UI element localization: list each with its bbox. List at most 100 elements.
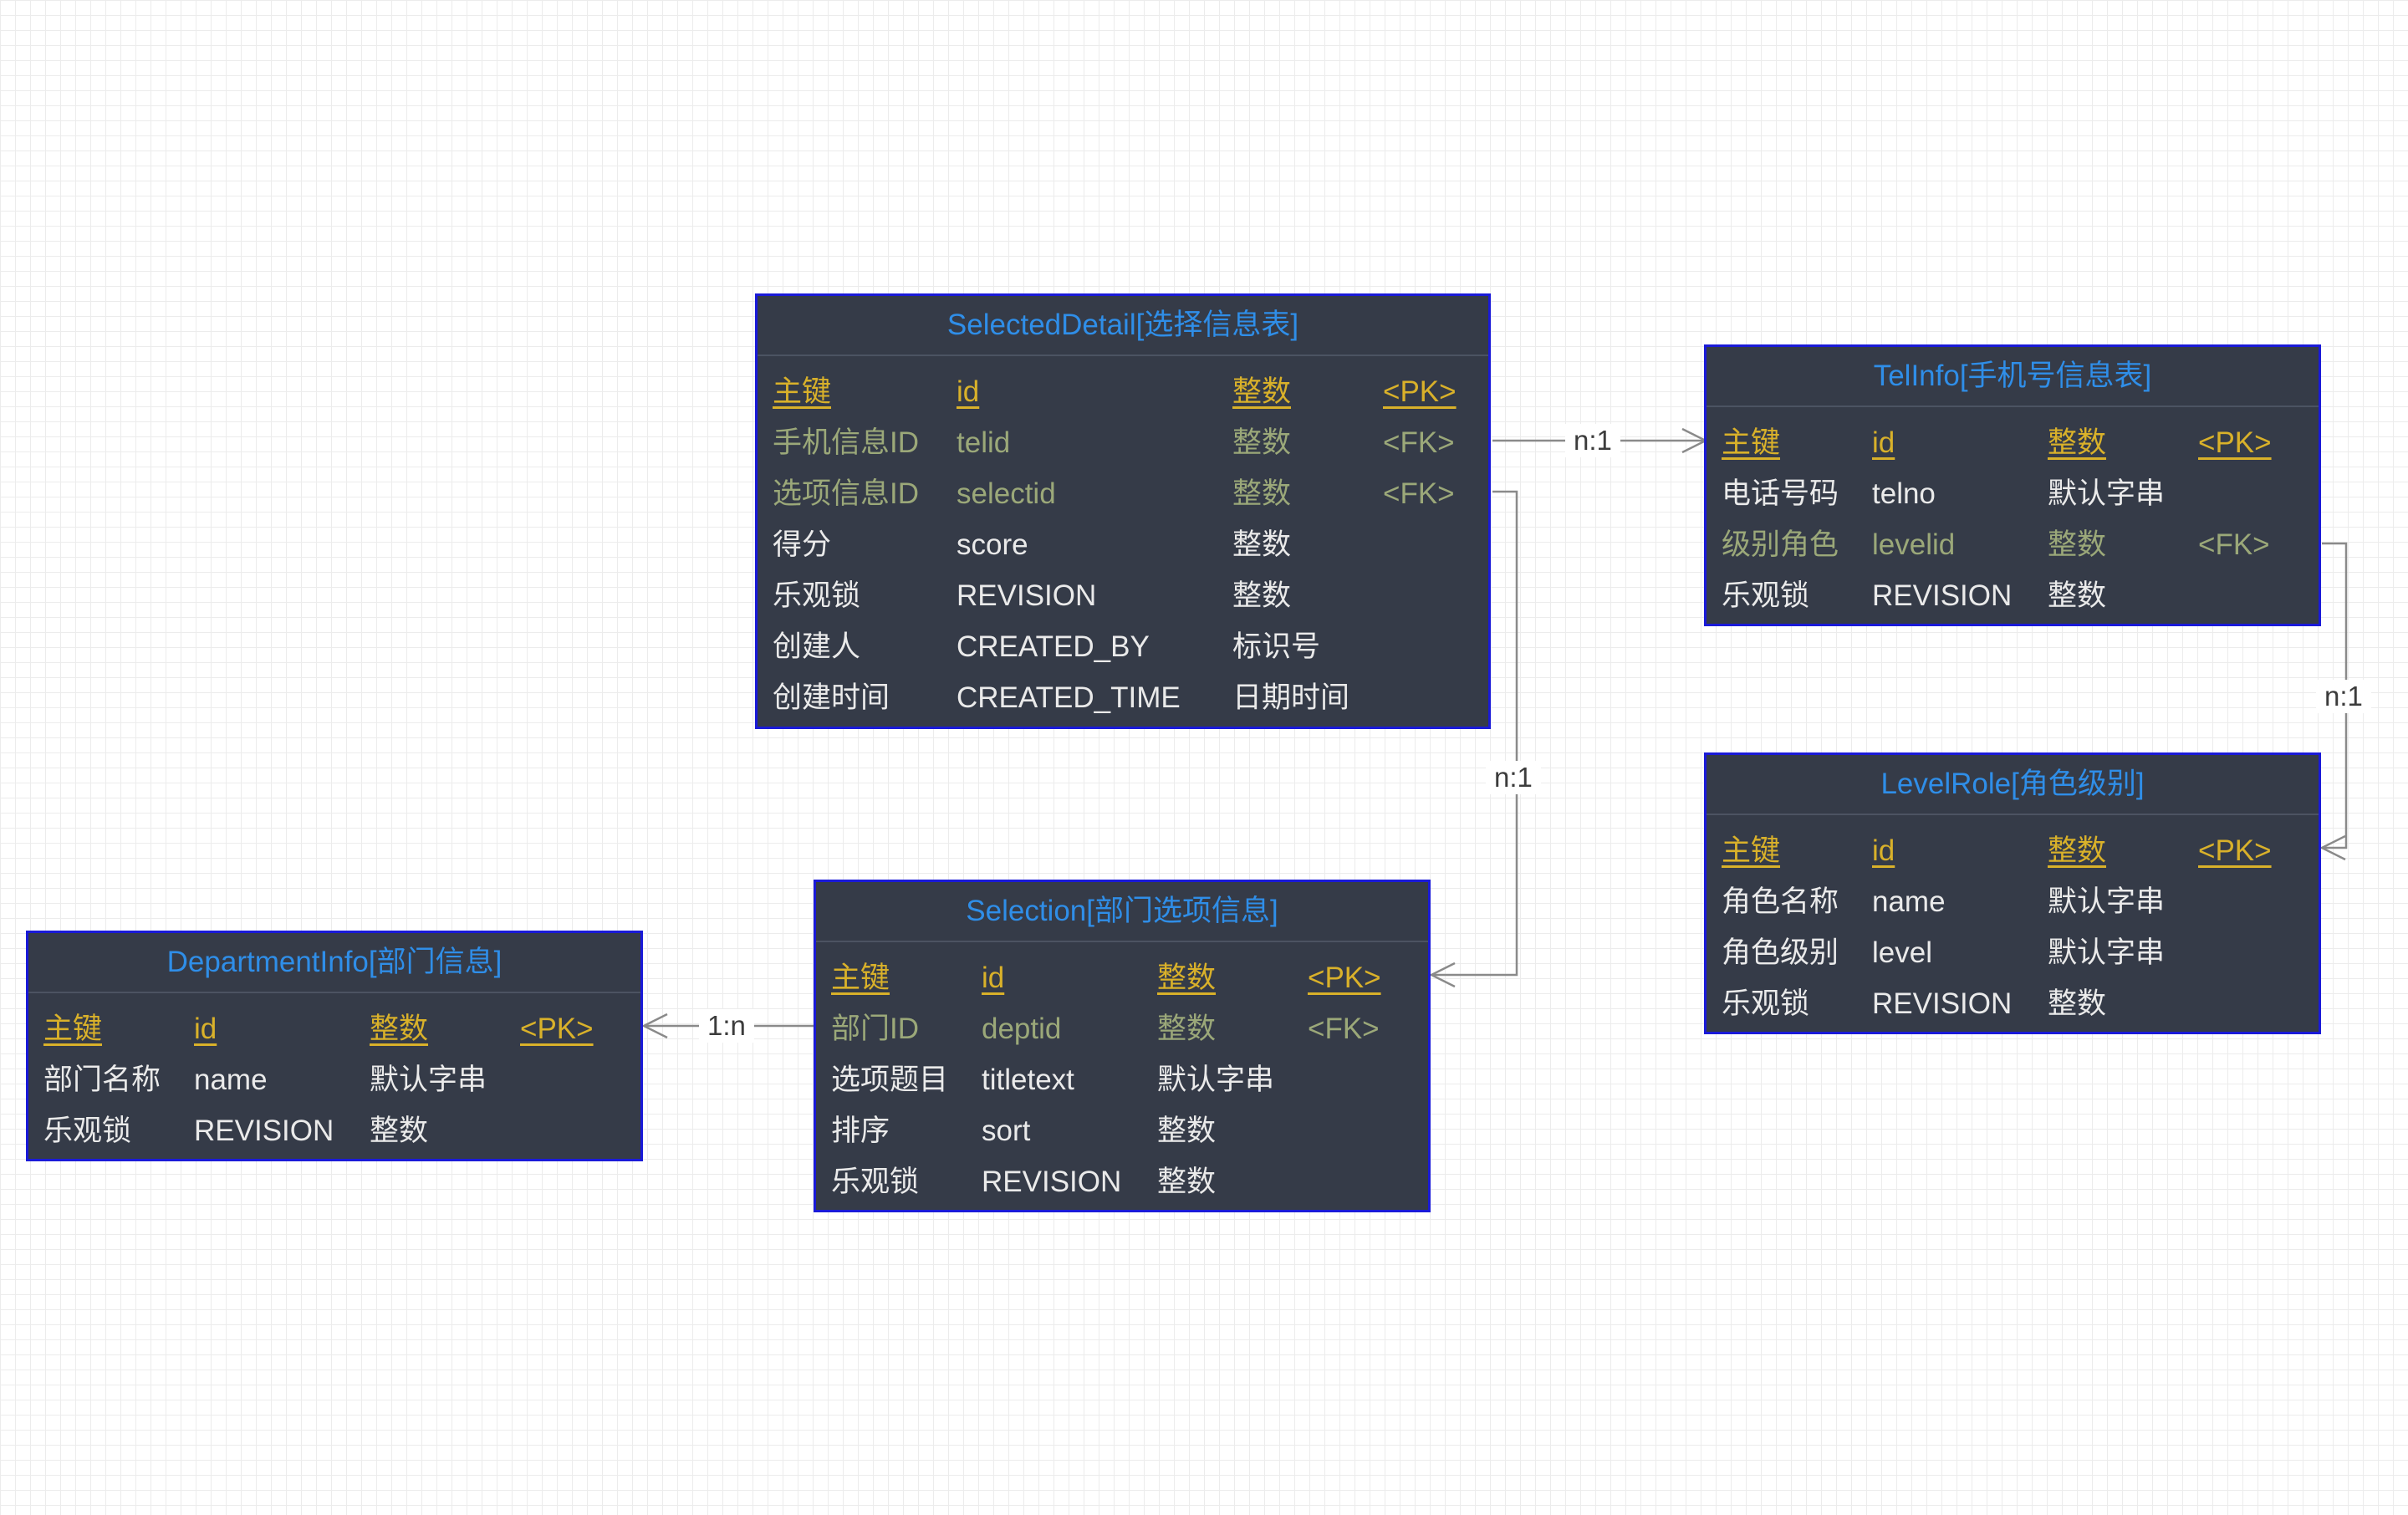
field-type: 整数 [2048, 528, 2107, 561]
field-column: REVISION [194, 1115, 334, 1147]
field-label: 得分 [773, 528, 832, 561]
field-key: <FK> [1383, 426, 1455, 459]
field-key: <PK> [1308, 962, 1381, 994]
field-type: 标识号 [1232, 630, 1321, 663]
field-type: 整数 [1157, 1166, 1217, 1198]
field-label: 角色级别 [1722, 936, 1839, 969]
relation-label-detail-selection[interactable]: n:1 [1486, 761, 1541, 794]
field-column: level [1872, 936, 1932, 969]
field-label: 乐观锁 [1722, 987, 1810, 1020]
field-key: <FK> [2198, 528, 2270, 561]
field-label: 主键 [773, 375, 832, 408]
field-row-id[interactable]: 主键 id 整数 <PK> [758, 366, 1488, 417]
entity-title: LevelRole[角色级别] [1707, 755, 2319, 815]
field-row-name[interactable]: 角色名称 name 默认字串 [1707, 876, 2319, 927]
field-type: 默认字串 [2048, 477, 2166, 510]
field-column: levelid [1872, 528, 1956, 561]
field-row-telno[interactable]: 电话号码 telno 默认字串 [1707, 468, 2319, 519]
field-label: 主键 [1722, 426, 1781, 459]
field-column: selectid [957, 477, 1056, 510]
field-label: 部门ID [831, 1013, 920, 1045]
field-type: 整数 [1232, 426, 1292, 459]
field-label: 创建时间 [773, 681, 890, 714]
field-column: id [957, 375, 980, 408]
field-label: 级别角色 [1722, 528, 1839, 561]
relation-label-detail-tel[interactable]: n:1 [1565, 424, 1620, 457]
field-column: CREATED_TIME [957, 681, 1181, 714]
field-type: 整数 [2048, 987, 2107, 1020]
field-type: 默认字串 [1157, 1064, 1275, 1096]
arrowhead-selection [1429, 962, 1456, 988]
field-column: id [194, 1013, 217, 1045]
arrowhead-level [2319, 834, 2346, 861]
field-type: 默认字串 [2048, 936, 2166, 969]
field-row-revision[interactable]: 乐观锁 REVISION 整数 [1707, 978, 2319, 1029]
field-column: name [194, 1064, 268, 1096]
field-label: 角色名称 [1722, 885, 1839, 918]
field-row-level[interactable]: 角色级别 level 默认字串 [1707, 927, 2319, 978]
field-column: sort [982, 1115, 1031, 1147]
field-column: REVISION [1872, 987, 2013, 1020]
field-label: 乐观锁 [43, 1115, 132, 1147]
entity-title: DepartmentInfo[部门信息] [28, 933, 640, 993]
field-label: 电话号码 [1722, 477, 1839, 510]
relation-label-selection-department[interactable]: 1:n [699, 1009, 754, 1043]
field-label: 创建人 [773, 630, 861, 663]
field-row-telid[interactable]: 手机信息ID telid 整数 <FK> [758, 417, 1488, 468]
field-key: <PK> [1383, 375, 1457, 408]
entity-fields: 主键 id 整数 <PK> 手机信息ID telid 整数 <FK> 选项信息ID selecti… [758, 356, 1488, 723]
field-row-levelid[interactable]: 级别角色 levelid 整数 <FK> [1707, 519, 2319, 570]
field-label: 选项题目 [831, 1064, 949, 1096]
field-type: 整数 [1232, 375, 1292, 408]
field-type: 整数 [1157, 1013, 1217, 1045]
field-column: id [1872, 834, 1895, 867]
field-column: telno [1872, 477, 1936, 510]
field-label: 乐观锁 [831, 1166, 920, 1198]
relation-label-tel-level[interactable]: n:1 [2316, 680, 2371, 713]
field-label: 选项信息ID [773, 477, 920, 510]
field-label: 手机信息ID [773, 426, 920, 459]
field-row-revision[interactable]: 乐观锁 REVISION 整数 [28, 1105, 640, 1156]
field-row-id[interactable]: 主键 id 整数 <PK> [28, 1003, 640, 1054]
field-label: 乐观锁 [773, 579, 861, 612]
field-column: REVISION [957, 579, 1097, 612]
field-key: <PK> [520, 1013, 594, 1045]
arrowhead-department [641, 1013, 668, 1039]
field-label: 乐观锁 [1722, 579, 1810, 612]
field-type: 整数 [1232, 477, 1292, 510]
field-column: deptid [982, 1013, 1062, 1045]
field-type: 默认字串 [2048, 885, 2166, 918]
field-type: 整数 [370, 1115, 429, 1147]
field-label: 主键 [43, 1013, 103, 1045]
field-label: 主键 [1722, 834, 1781, 867]
field-column: REVISION [1872, 579, 2013, 612]
field-type: 整数 [370, 1013, 429, 1045]
field-column: telid [957, 426, 1011, 459]
field-column: name [1872, 885, 1946, 918]
field-column: id [982, 962, 1005, 994]
